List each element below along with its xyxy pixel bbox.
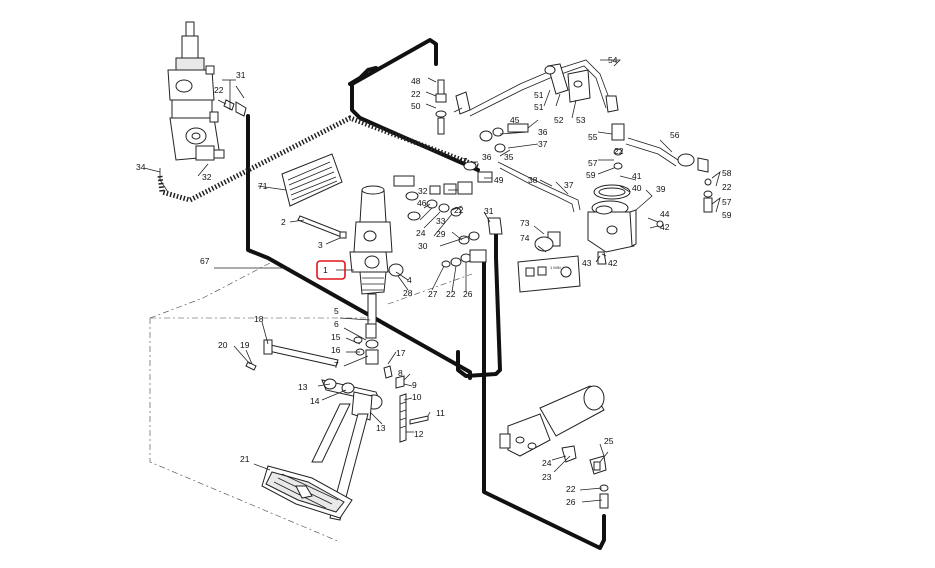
callout-label: 13 [376, 423, 386, 433]
callout-label: 26 [463, 289, 473, 299]
callout-label: 14 [310, 396, 320, 406]
callout-label: 18 [254, 314, 264, 324]
fluid-reservoir [534, 178, 713, 265]
callout-label: 41 [632, 171, 642, 181]
callout-label: 22 [722, 182, 732, 192]
callout-label: 26 [566, 497, 576, 507]
callout-label: 51 [534, 90, 544, 100]
callout-label: 16 [331, 345, 341, 355]
callout-label: 22 [566, 484, 576, 494]
callout-label: 48 [411, 76, 421, 86]
warning-plate [281, 153, 343, 207]
callout-label: 57 [588, 158, 598, 168]
callout-label: 53 [576, 115, 586, 125]
callout-label: 54 [608, 55, 618, 65]
callout-label: 25 [604, 436, 614, 446]
callout-label: 42 [660, 222, 670, 232]
callout-label: 44 [660, 209, 670, 219]
callout-label: 42 [608, 258, 618, 268]
callout-label: 34 [136, 162, 146, 172]
callout-label: 56 [670, 130, 680, 140]
callout-label: 17 [396, 348, 406, 358]
callout-label: 58 [722, 168, 732, 178]
callout-label: 15 [331, 332, 341, 342]
callout-label: 35 [504, 152, 514, 162]
leader-lines [143, 59, 721, 503]
fittings-row [426, 79, 529, 268]
callout-label: 45 [510, 115, 520, 125]
callout-label: 32 [418, 186, 428, 196]
callout-label: 13 [298, 382, 308, 392]
callout-label: 3 [318, 240, 323, 250]
callout-label: 5 [334, 306, 339, 316]
callout-label: 40 [632, 183, 642, 193]
callout-label: 2 [281, 217, 286, 227]
callout-label: 55 [588, 132, 598, 142]
callout-label: 24 [416, 228, 426, 238]
hydraulic-hoses [157, 38, 606, 550]
brake-valve-assembly [297, 175, 421, 325]
callout-label: 29 [436, 229, 446, 239]
callout-label: 51 [534, 102, 544, 112]
callout-label: 33 [436, 216, 446, 226]
indicator-text: 1 MIN [550, 265, 561, 270]
callout-label: 27 [428, 289, 438, 299]
callout-label: 67 [200, 256, 210, 266]
callout-label: 59 [722, 210, 732, 220]
callout-label: 22 [214, 85, 224, 95]
callout-label: 47 [458, 156, 468, 166]
callout-label: 49 [494, 175, 504, 185]
callout-label: 59 [586, 170, 596, 180]
callout-label: 12 [414, 429, 424, 439]
callout-labels: 1 2 3 4 5 6 7 8 9 10 11 12 13 13 14 15 1… [136, 55, 732, 507]
callout-label: 39 [656, 184, 666, 194]
warning-indicator-panel: 1 MIN [517, 255, 581, 293]
callout-label: 6 [334, 319, 339, 329]
callout-label: 10 [412, 392, 422, 402]
callout-label: 71 [258, 181, 268, 191]
callout-label: 52 [554, 115, 564, 125]
cab-floor-outline [149, 261, 473, 543]
callout-label: 36 [482, 152, 492, 162]
callout-label: 7 [334, 360, 339, 370]
callout-label: 36 [538, 127, 548, 137]
highlight-box [316, 260, 346, 280]
callout-label: 31 [236, 70, 246, 80]
callout-label: 74 [520, 233, 530, 243]
callout-label: 31 [484, 206, 494, 216]
callout-label: 20 [218, 340, 228, 350]
callout-label: 21 [240, 454, 250, 464]
callout-label: 22 [614, 146, 624, 156]
callout-label: 37 [564, 180, 574, 190]
callout-label: 1 [323, 265, 328, 275]
reservoir-tube [469, 59, 679, 213]
top-left-valve-assembly [159, 21, 247, 193]
callout-label: 30 [418, 241, 428, 251]
callout-label: 57 [722, 197, 732, 207]
callout-label: 4 [407, 275, 412, 285]
pedal-assembly [245, 323, 429, 521]
callout-label: 22 [411, 89, 421, 99]
callout-label: 8 [398, 368, 403, 378]
callout-label: 32 [202, 172, 212, 182]
callout-label: 24 [542, 458, 552, 468]
callout-label: 11 [436, 408, 445, 418]
callout-label: 73 [520, 218, 530, 228]
callout-label: 38 [528, 175, 538, 185]
callout-label: 37 [538, 139, 548, 149]
callout-label: 23 [542, 472, 552, 482]
accumulator-assembly [499, 385, 609, 509]
callout-label: 43 [582, 258, 592, 268]
callout-label: 22 [446, 289, 456, 299]
callout-label: 19 [240, 340, 250, 350]
callout-label: 22 [454, 205, 464, 215]
callout-label: 46 [417, 198, 427, 208]
bracket-assembly [544, 63, 709, 173]
callout-label: 50 [411, 101, 421, 111]
callout-label: 9 [412, 380, 417, 390]
callout-label: 28 [403, 288, 413, 298]
